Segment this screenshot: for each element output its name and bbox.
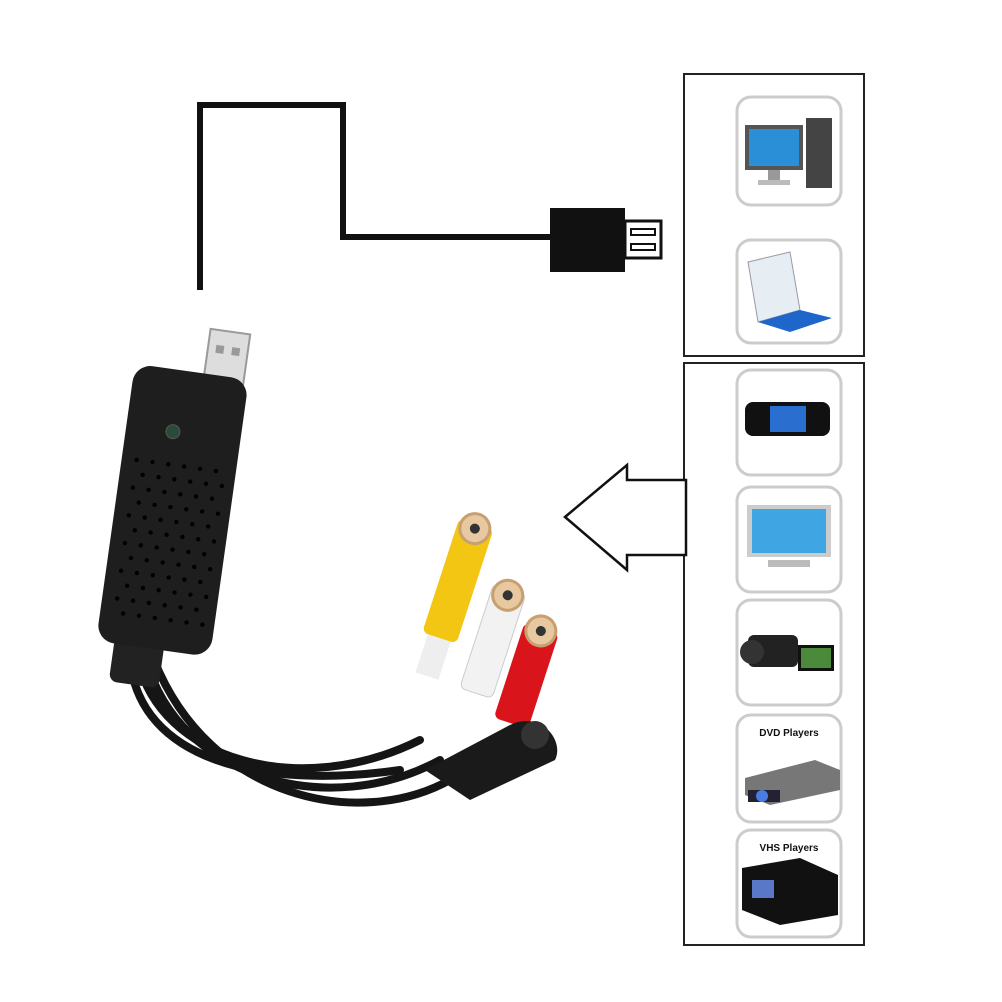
vent-hole [128,555,134,561]
vent-hole [192,564,197,570]
vent-hole [146,487,151,493]
vent-hole [178,492,183,497]
vent-hole [144,558,149,563]
vent-hole [178,605,183,610]
vent-hole [114,596,120,601]
vent-hole [140,585,146,591]
vent-hole [134,457,139,463]
left-arrow-icon [563,462,688,573]
vent-hole [176,562,181,567]
vhs-players-label: VHS Players [759,843,819,854]
vent-hole [136,500,141,505]
vent-hole [164,532,169,537]
vent-hole [172,477,177,482]
vent-hole [182,577,187,582]
vent-hole [215,511,221,516]
vent-hole [152,615,158,621]
output-devices-panel [683,73,865,357]
handheld-game-console-icon [745,402,830,436]
vent-hole [136,613,142,618]
vent-hole [150,573,155,578]
red-rca-connector [495,614,558,728]
vent-hole [150,459,155,465]
vent-hole [190,522,195,527]
vent-hole [162,602,167,608]
vent-hole [219,483,225,489]
vent-hole [168,617,173,623]
vent-hole [194,607,199,612]
tv-monitor-icon [747,505,831,567]
vent-hole [138,543,144,548]
dvd-players-label: DVD Players [759,728,819,739]
usb-plug-icon [550,208,625,272]
vent-hole [174,519,179,525]
vent-hole [211,539,217,544]
vent-hole [180,534,185,540]
vent-hole [201,551,207,557]
vent-hole [199,509,205,514]
vent-hole [181,464,187,469]
vent-hole [207,566,213,572]
vent-hole [213,468,219,474]
vent-hole [130,598,136,603]
vent-hole [166,575,171,580]
vent-hole [122,540,128,546]
vent-hole [196,537,201,542]
vent-hole [184,620,189,625]
vent-hole [198,579,203,585]
input-devices-panel [683,362,865,946]
vent-hole [134,570,140,576]
vent-hole [118,568,124,573]
vent-hole [204,594,209,600]
vhs-player-icon [742,858,838,925]
vent-hole [188,592,193,597]
device-cables [126,656,454,807]
vent-hole [193,494,199,499]
vent-hole [146,600,152,606]
vent-hole [156,588,161,593]
vent-hole [130,485,135,490]
laptop-icon [747,251,832,332]
desktop-computer-icon [745,118,832,188]
white-rca-connector [460,578,525,698]
yellow-rca-connector [415,512,492,680]
vent-hole [170,547,175,552]
vent-hole [124,583,130,588]
vent-hole [203,481,209,486]
vent-hole [140,472,145,478]
vent-hole [197,466,203,471]
vent-hole [142,515,147,520]
vent-hole [120,611,126,616]
vent-hole [209,496,215,501]
vent-hole [132,528,138,533]
vent-hole [172,590,177,595]
vent-hole [158,517,163,522]
vent-hole [156,474,161,480]
vent-hole [187,479,193,484]
vent-hole [154,545,159,550]
vent-hole [200,622,205,627]
vent-hole [184,507,189,512]
vent-hole [126,513,132,518]
vent-hole [160,560,165,565]
vent-hole [162,489,167,495]
vent-hole [205,524,211,529]
usb-cable-line [197,102,552,290]
camcorder-icon [740,635,834,671]
dvd-player-icon [745,760,840,805]
vent-hole [152,502,157,508]
vent-hole [168,504,173,510]
s-video-connector [425,720,558,800]
vent-hole [166,462,171,467]
vent-hole [148,530,153,535]
vent-hole [186,549,191,555]
usb-capture-device [98,327,252,655]
